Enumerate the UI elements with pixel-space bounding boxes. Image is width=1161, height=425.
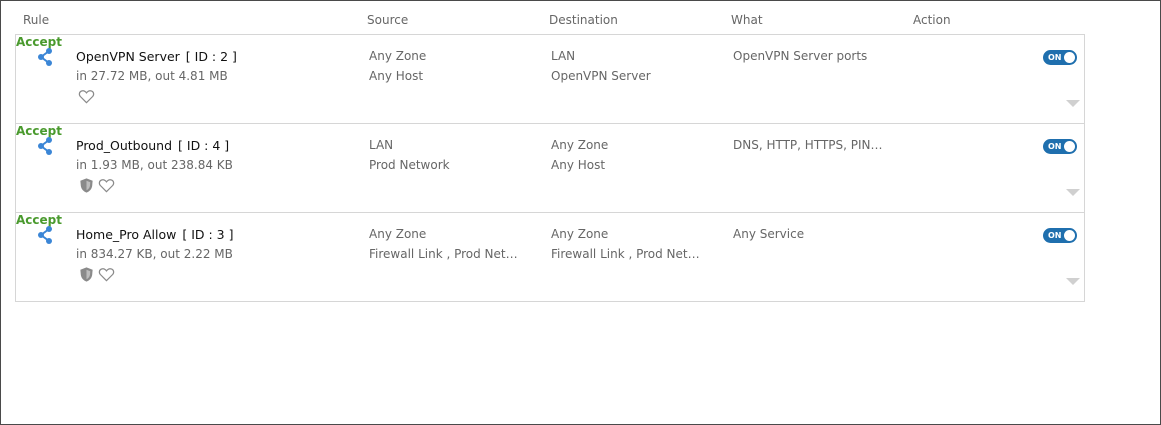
table-row[interactable]: OpenVPN Server [ ID : 2 ] in 27.72 MB, ou… (16, 35, 1084, 124)
destination-zone: Any Zone (551, 227, 609, 241)
chevron-down-icon[interactable] (1066, 278, 1080, 285)
destination-network: OpenVPN Server (551, 69, 651, 83)
heart-icon (78, 90, 95, 104)
share-icon (38, 226, 52, 244)
heart-icon (98, 268, 115, 282)
rule-name[interactable]: OpenVPN Server (76, 49, 180, 64)
rule-action: Accept (16, 35, 62, 49)
toggle-knob (1064, 52, 1075, 63)
table-header: Rule Source Destination What Action (1, 13, 1160, 29)
destination-zone: LAN (551, 49, 576, 63)
rule-enable-toggle[interactable]: ON (1043, 50, 1077, 65)
toggle-knob (1064, 141, 1075, 152)
toggle-label: ON (1048, 53, 1062, 62)
traffic-stats: in 1.93 MB, out 238.84 KB (76, 158, 233, 172)
table-row[interactable]: Prod_Outbound [ ID : 4 ] in 1.93 MB, out … (16, 124, 1084, 213)
rule-badges (78, 88, 95, 105)
rule-action: Accept (16, 213, 62, 227)
rules-table: OpenVPN Server [ ID : 2 ] in 27.72 MB, ou… (15, 34, 1085, 302)
share-icon (38, 48, 52, 66)
toggle-label: ON (1048, 142, 1062, 151)
shield-icon (80, 178, 93, 193)
traffic-stats: in 27.72 MB, out 4.81 MB (76, 69, 228, 83)
heart-icon (98, 179, 115, 193)
header-rule: Rule (23, 13, 50, 27)
shield-icon (80, 267, 93, 282)
header-action: Action (913, 13, 951, 27)
table-row[interactable]: Home_Pro Allow [ ID : 3 ] in 834.27 KB, o… (16, 213, 1084, 301)
traffic-stats: in 834.27 KB, out 2.22 MB (76, 247, 233, 261)
toggle-label: ON (1048, 231, 1062, 240)
rule-name[interactable]: Prod_Outbound (76, 138, 173, 153)
rule-badges (78, 266, 115, 283)
chevron-down-icon[interactable] (1066, 100, 1080, 107)
rule-name-line[interactable]: OpenVPN Server [ ID : 2 ] (76, 49, 237, 64)
rule-action: Accept (16, 124, 62, 138)
source-network: Any Host (369, 69, 424, 83)
source-zone: Any Zone (369, 49, 427, 63)
header-what: What (731, 13, 763, 27)
source-zone: LAN (369, 138, 394, 152)
source-zone: Any Zone (369, 227, 427, 241)
source-network: Firewall Link , Prod Net… (369, 247, 518, 261)
destination-network: Firewall Link , Prod Net… (551, 247, 700, 261)
rule-services: OpenVPN Server ports (733, 49, 868, 63)
rule-badges (78, 177, 115, 194)
header-source: Source (367, 13, 409, 27)
toggle-knob (1064, 230, 1075, 241)
rule-enable-toggle[interactable]: ON (1043, 139, 1077, 154)
source-network: Prod Network (369, 158, 450, 172)
rule-name[interactable]: Home_Pro Allow (76, 227, 177, 242)
rule-id: [ ID : 3 ] (182, 227, 234, 242)
share-icon (38, 137, 52, 155)
header-destination: Destination (549, 13, 618, 27)
chevron-down-icon[interactable] (1066, 189, 1080, 196)
destination-zone: Any Zone (551, 138, 609, 152)
rule-id: [ ID : 2 ] (185, 49, 237, 64)
rule-name-line[interactable]: Prod_Outbound [ ID : 4 ] (76, 138, 229, 153)
rule-name-line[interactable]: Home_Pro Allow [ ID : 3 ] (76, 227, 233, 242)
rule-enable-toggle[interactable]: ON (1043, 228, 1077, 243)
rule-id: [ ID : 4 ] (178, 138, 230, 153)
rule-services: DNS, HTTP, HTTPS, PIN… (733, 138, 883, 152)
destination-network: Any Host (551, 158, 606, 172)
rule-services: Any Service (733, 227, 805, 241)
